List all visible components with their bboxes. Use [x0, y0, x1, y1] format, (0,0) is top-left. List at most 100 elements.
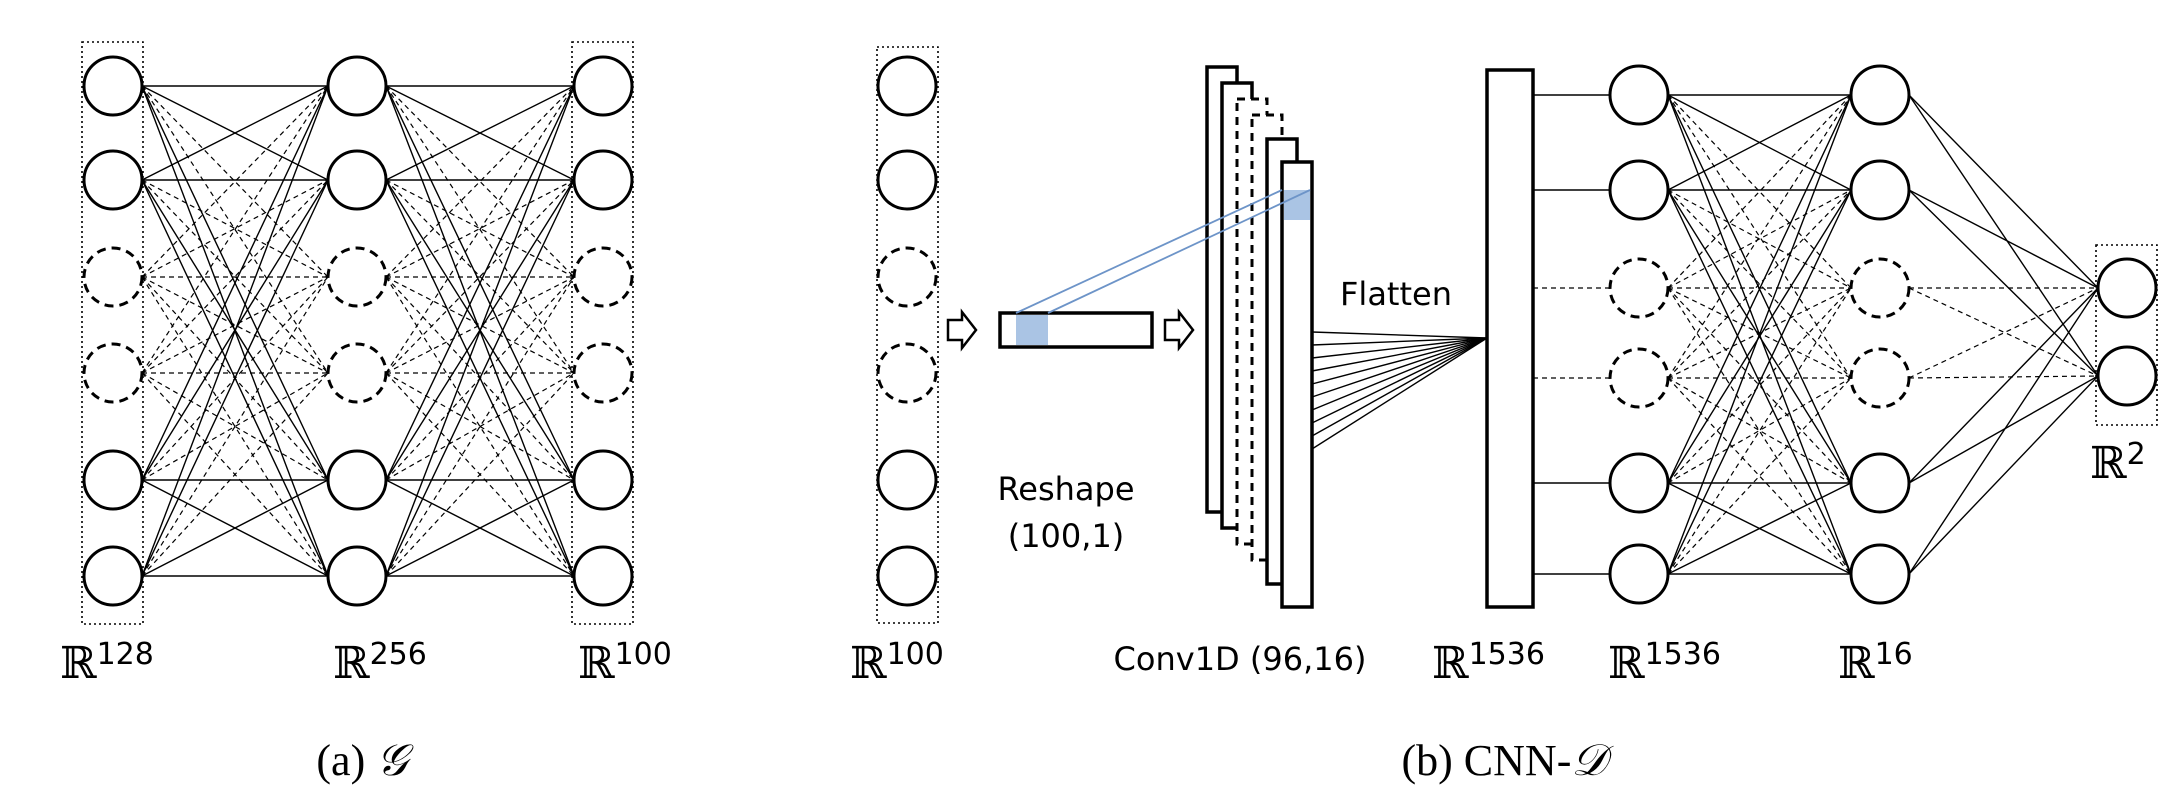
- flatten-edge: [1311, 331, 1488, 339]
- flatten-edge: [1311, 337, 1488, 359]
- diagram-shapes: [81, 41, 2158, 625]
- d-output-neuron: [2096, 345, 2158, 407]
- d-dense2-neuron: [1849, 159, 1911, 221]
- connection-edge: [1908, 375, 2099, 484]
- reshape-shape-label: (100,1): [1008, 517, 1125, 555]
- g-layer3-neuron: [572, 246, 634, 308]
- g-layer3-neuron: [572, 545, 634, 607]
- connection-edge: [385, 372, 575, 481]
- connection-edge: [1908, 189, 2099, 377]
- g-layer1-neuron: [82, 246, 144, 308]
- g-layer3-neuron: [572, 55, 634, 117]
- caption-b: (b) CNN-𝒟: [1402, 735, 1615, 786]
- connection-edges: [141, 85, 2099, 577]
- g-layer1-neuron: [82, 55, 144, 117]
- d-dense2-neuron: [1849, 543, 1911, 605]
- connection-edge: [141, 372, 329, 577]
- d-dense1-neuron: [1608, 543, 1670, 605]
- connection-edge: [1667, 189, 1852, 575]
- flatten-edge: [1311, 337, 1488, 450]
- connection-edge: [1667, 94, 1852, 575]
- connection-edge: [141, 179, 329, 278]
- flatten-edge: [1311, 337, 1488, 372]
- connection-edge: [141, 276, 329, 577]
- flatten-edge: [1311, 337, 1488, 411]
- connection-edge: [1667, 287, 1852, 575]
- d-input-neuron: [876, 55, 938, 117]
- connection-edge: [385, 276, 575, 577]
- conv-label: Conv1D (96,16): [1114, 640, 1367, 678]
- g-input-layer-box: [81, 41, 144, 625]
- connection-edge: [385, 85, 575, 481]
- connection-edge: [385, 179, 575, 577]
- connection-edge: [1667, 94, 1852, 379]
- connection-edge: [141, 276, 329, 374]
- d-dense1-neuron: [1608, 159, 1670, 221]
- layer-label-g-input: ℝ128: [60, 637, 154, 689]
- connection-edge: [1667, 189, 1852, 484]
- connection-edge: [1908, 287, 2099, 484]
- flatten-label: Flatten: [1340, 275, 1452, 313]
- connection-edge: [141, 85, 329, 481]
- layer-label-d-dense1: ℝ1536: [1608, 637, 1721, 689]
- conv-feature-map: [1280, 160, 1314, 609]
- d-input-neuron: [876, 342, 938, 404]
- reshape-highlight: [1016, 315, 1048, 345]
- d-dense2-neuron: [1849, 257, 1911, 319]
- g-layer2-neuron: [326, 55, 388, 117]
- connection-edge: [385, 372, 575, 577]
- d-dense1-neuron: [1608, 347, 1670, 409]
- layer-label-d-input: ℝ100: [850, 637, 944, 689]
- d-input-neuron: [876, 246, 938, 308]
- flatten-edge: [1311, 337, 1488, 437]
- connection-edge: [1667, 94, 1852, 191]
- g-layer1-neuron: [82, 449, 144, 511]
- d-input-layer-box: [876, 46, 939, 624]
- connection-edge: [141, 179, 329, 278]
- d-dense1-neuron: [1608, 257, 1670, 319]
- layer-label-d-flatten: ℝ1536: [1432, 637, 1545, 689]
- connection-edge: [1908, 189, 2099, 289]
- g-layer3-neuron: [572, 342, 634, 404]
- labels: ℝ128 ℝ256 ℝ100 ℝ100 ℝ1536 ℝ1536 ℝ16 ℝ2 R…: [60, 275, 2146, 786]
- connection-edge: [1908, 287, 2099, 377]
- connection-edge: [1908, 287, 2099, 379]
- g-output-layer-box: [571, 41, 634, 625]
- g-layer2-neuron: [326, 449, 388, 511]
- d-input-neuron: [876, 545, 938, 607]
- d-input-neuron: [876, 149, 938, 211]
- connection-edge: [141, 179, 329, 577]
- connection-edge: [141, 479, 329, 577]
- connection-edge: [1908, 287, 2099, 575]
- flatten-edge: [1311, 337, 1488, 398]
- connection-edge: [141, 276, 329, 577]
- connection-edge: [385, 276, 575, 374]
- arrow-right-icon: [1163, 308, 1195, 352]
- g-layer2-neuron: [326, 246, 388, 308]
- d-output-layer-box: [2095, 244, 2158, 426]
- layer-label-d-output: ℝ2: [2090, 437, 2146, 489]
- g-layer1-neuron: [82, 342, 144, 404]
- d-dense1-neuron: [1608, 452, 1670, 514]
- neuron-nodes: [82, 55, 2158, 607]
- caption-a: (a) 𝒢: [316, 735, 414, 786]
- layer-label-d-dense2: ℝ16: [1838, 637, 1913, 689]
- connection-edge: [1667, 94, 1852, 379]
- flatten-edge: [1311, 337, 1488, 385]
- d-dense2-neuron: [1849, 64, 1911, 126]
- connection-edge: [1667, 94, 1852, 484]
- connection-edge: [385, 276, 575, 374]
- connection-edge: [1667, 377, 1852, 484]
- g-layer2-neuron: [326, 545, 388, 607]
- connection-edge: [385, 85, 575, 181]
- connection-edge: [141, 85, 329, 181]
- d-dense1-neuron: [1608, 64, 1670, 126]
- connection-edge: [1667, 189, 1852, 379]
- g-layer3-neuron: [572, 149, 634, 211]
- d-dense2-neuron: [1849, 452, 1911, 514]
- projection-line: [1047, 189, 1311, 314]
- connection-edge: [385, 276, 575, 577]
- flatten-bar: [1485, 68, 1535, 609]
- d-output-neuron: [2096, 257, 2158, 319]
- flatten-edge: [1311, 337, 1488, 424]
